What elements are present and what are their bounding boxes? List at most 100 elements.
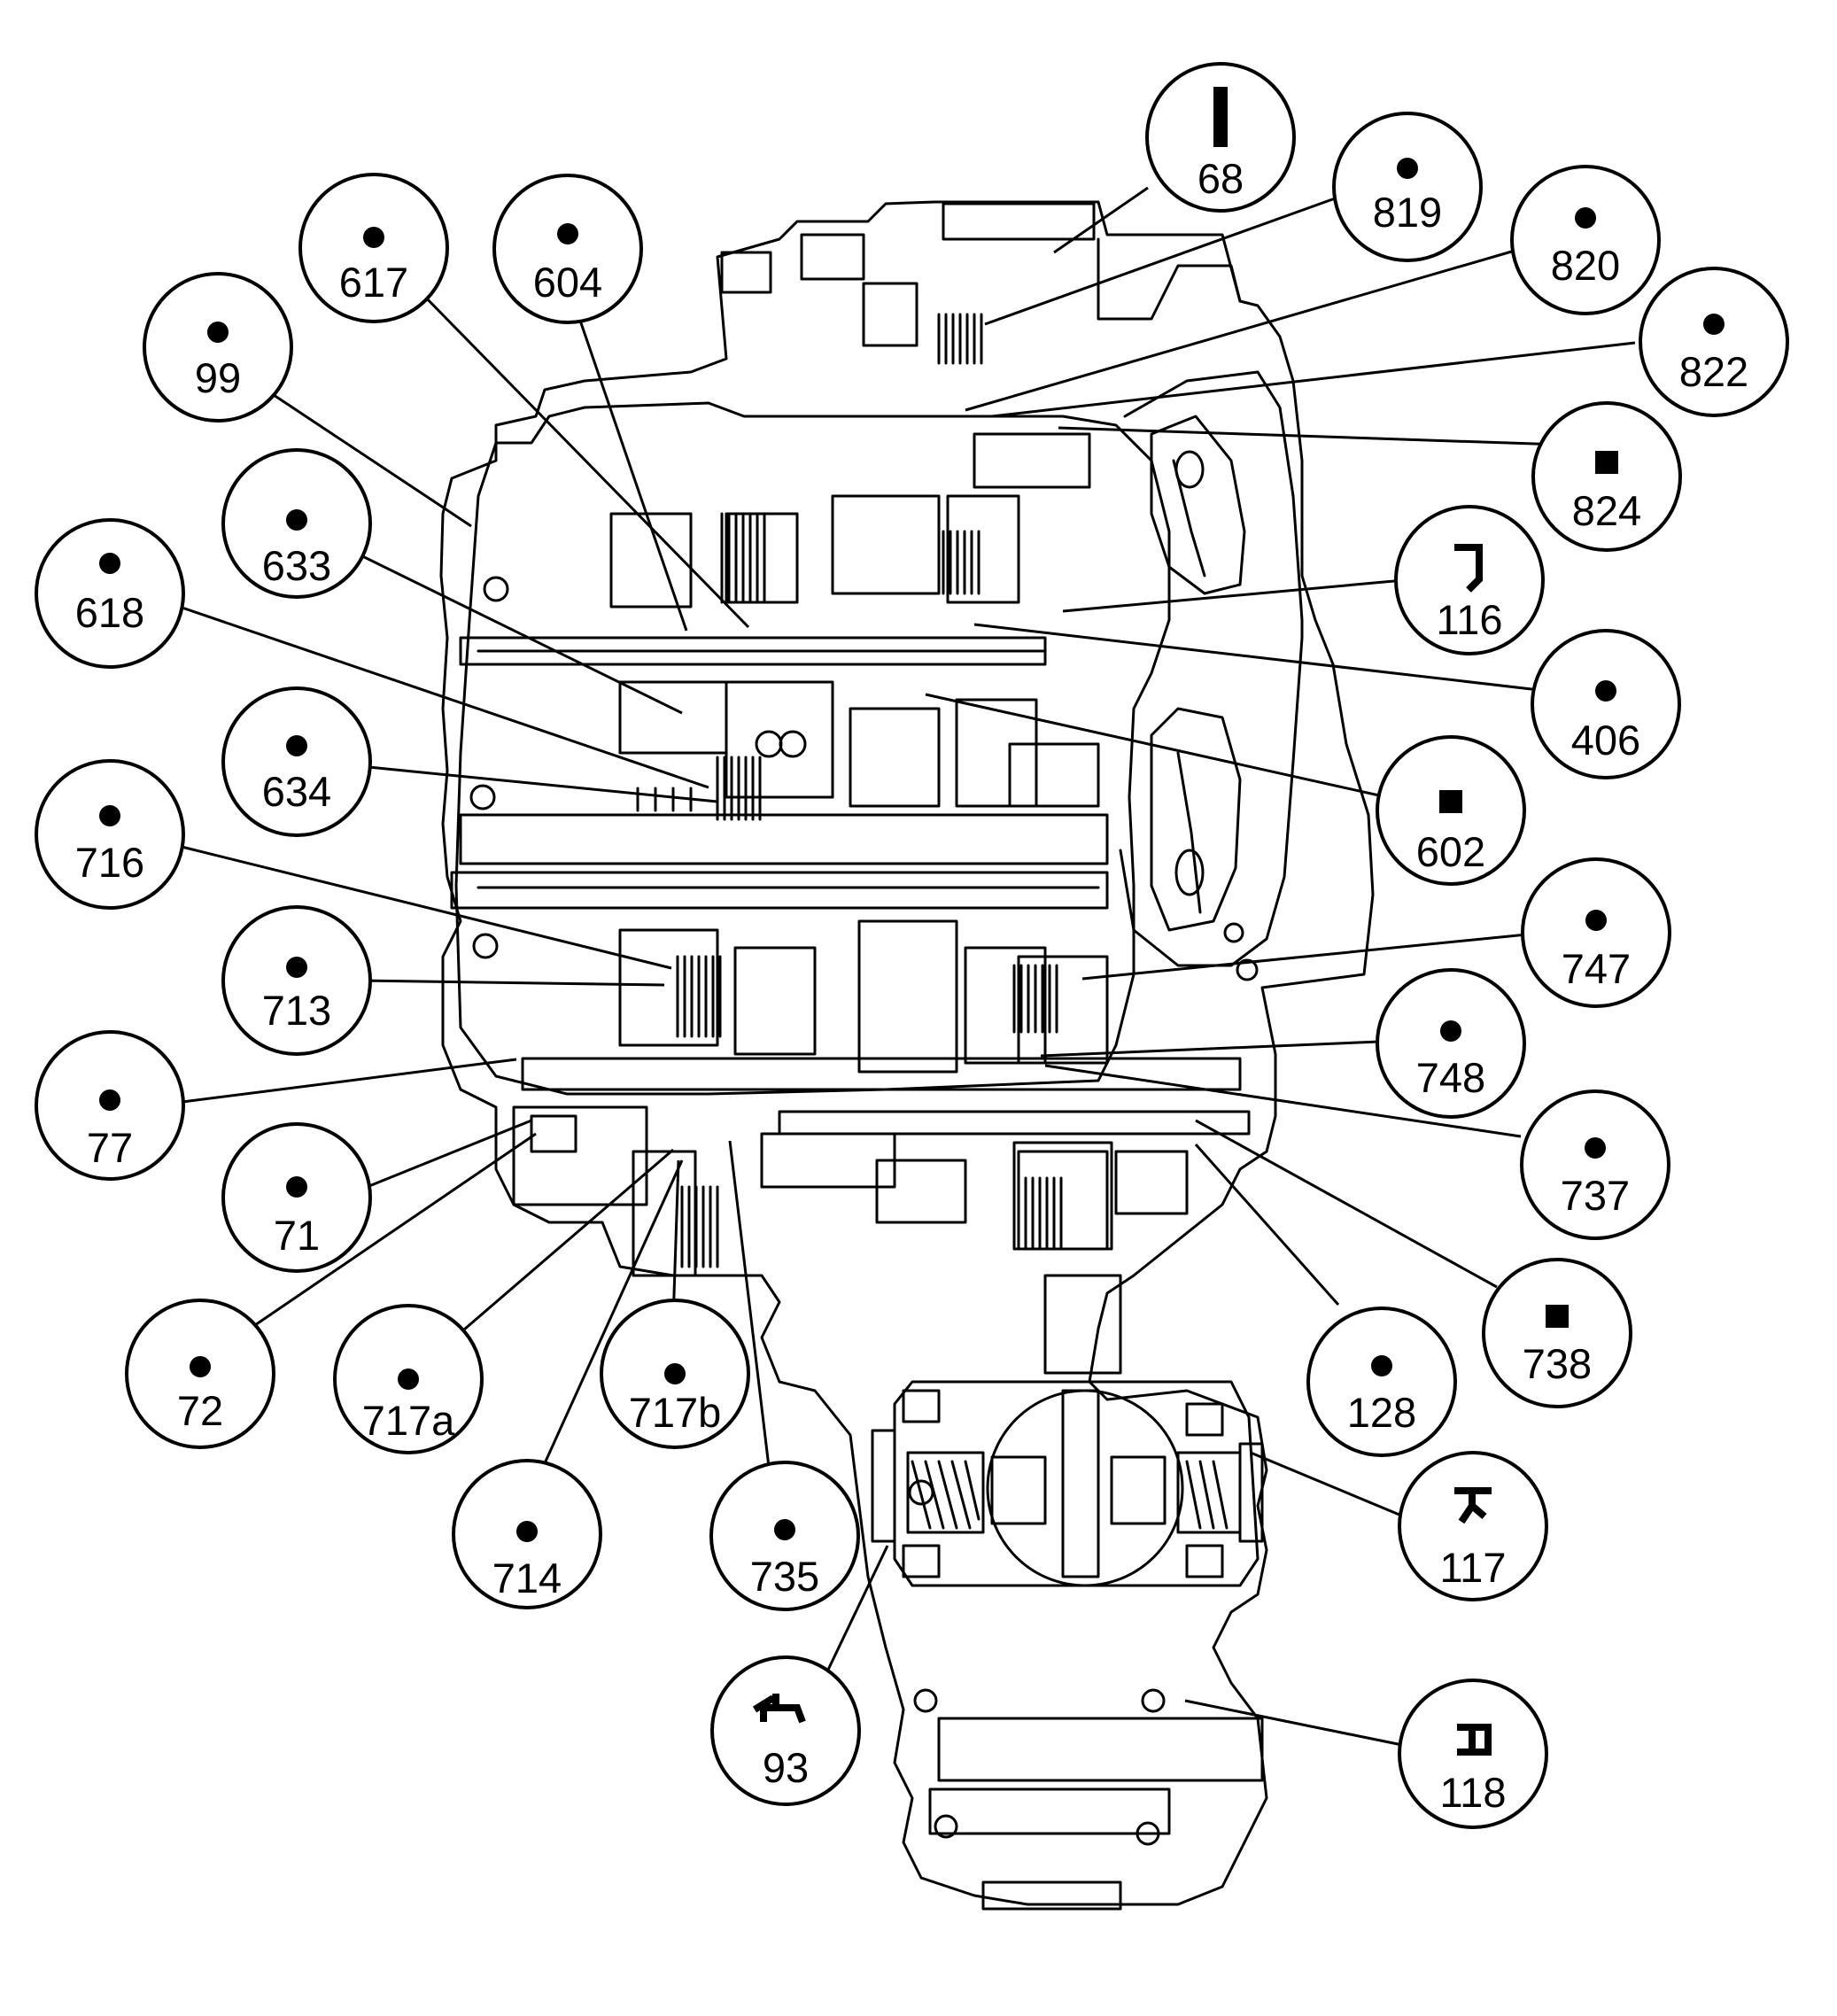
callout-number: 116 xyxy=(1437,596,1503,643)
callout-99: 99 xyxy=(143,272,293,423)
callout-number: 118 xyxy=(1440,1769,1507,1816)
callout-number: 93 xyxy=(763,1744,809,1791)
callout-604: 604 xyxy=(492,174,643,324)
dot-icon xyxy=(99,805,120,826)
gear-upper-2 xyxy=(725,512,799,604)
funnel-icon xyxy=(1454,1487,1492,1524)
bearing-2 xyxy=(755,730,783,758)
callout-738: 738 xyxy=(1482,1258,1632,1408)
dot-icon xyxy=(1397,158,1418,179)
gear-low-2 xyxy=(733,946,817,1056)
dot-icon xyxy=(516,1521,538,1542)
case-outline xyxy=(439,200,1375,1906)
callout-748: 748 xyxy=(1376,968,1526,1119)
gear-low-3 xyxy=(857,919,958,1074)
final-drive-gear xyxy=(1043,1274,1122,1375)
leader-lines xyxy=(166,186,1636,1747)
top-boss-1 xyxy=(720,251,772,294)
callout-number: 713 xyxy=(262,987,331,1034)
square-icon xyxy=(1595,451,1618,474)
torque-converter-turbine-upper xyxy=(1150,415,1246,595)
top-boss-2 xyxy=(800,233,865,281)
tc-hub-lower xyxy=(1174,849,1205,896)
callout-number: 618 xyxy=(75,589,144,636)
callouts: 68 819 820 822 824 116 xyxy=(35,62,1789,1829)
output-shaft xyxy=(778,1110,1251,1136)
bearing-3 xyxy=(779,730,807,758)
callout-819: 819 xyxy=(1332,112,1483,262)
gear-upper-4 xyxy=(946,494,1020,604)
case-inner xyxy=(454,401,1171,1096)
callout-713: 713 xyxy=(221,905,372,1056)
input-shaft-middle xyxy=(450,871,1109,910)
output-axle-lower xyxy=(928,1787,1171,1835)
callout-number: 716 xyxy=(75,839,144,886)
callout-618: 618 xyxy=(35,518,185,669)
gear-upper-3 xyxy=(831,494,941,595)
bearing-8 xyxy=(934,1814,958,1839)
top-boss-3 xyxy=(862,282,918,347)
callout-number: 738 xyxy=(1523,1340,1592,1387)
gear-low-1 xyxy=(618,928,719,1047)
callout-717b: 717b xyxy=(600,1299,750,1449)
bearing-12 xyxy=(1223,922,1244,943)
callout-number: 406 xyxy=(1571,717,1640,764)
gear-mid-5 xyxy=(1008,742,1100,808)
tc-vane-2 xyxy=(1176,751,1202,914)
callout-128: 128 xyxy=(1306,1307,1457,1457)
callout-number: 748 xyxy=(1416,1054,1485,1101)
dot-icon xyxy=(363,227,384,248)
oil-can-icon xyxy=(752,1694,806,1724)
dot-icon xyxy=(99,1089,120,1111)
callout-number: 617 xyxy=(339,259,408,306)
diff-bearing-right-top xyxy=(1185,1402,1224,1437)
callout-number: 633 xyxy=(262,542,331,589)
dot-icon xyxy=(99,553,120,574)
callout-747: 747 xyxy=(1521,857,1671,1008)
callout-number: 77 xyxy=(87,1124,133,1171)
mid-lower-box-2 xyxy=(875,1159,967,1224)
clutch-pack-lower xyxy=(676,955,1063,1268)
torque-converter-turbine-lower xyxy=(1150,707,1242,932)
callout-820: 820 xyxy=(1510,165,1661,315)
gear-mid-2 xyxy=(725,680,834,799)
left-gear-box xyxy=(632,1150,697,1277)
mid-lower-box xyxy=(760,1132,896,1189)
callout-68: 68 xyxy=(1145,62,1296,213)
tc-vane-1 xyxy=(1172,459,1206,578)
callout-633: 633 xyxy=(221,448,372,599)
dot-icon xyxy=(286,735,307,756)
callout-634: 634 xyxy=(221,686,372,837)
callout-number: 737 xyxy=(1561,1172,1630,1219)
callout-number: 72 xyxy=(177,1387,223,1434)
callout-71: 71 xyxy=(221,1122,372,1273)
callout-number: 71 xyxy=(274,1212,320,1259)
dot-icon xyxy=(1440,1020,1461,1042)
dot-icon xyxy=(1595,680,1616,702)
hook-icon xyxy=(1454,544,1483,593)
callout-number: 735 xyxy=(750,1553,819,1600)
callout-406: 406 xyxy=(1531,629,1681,779)
callout-number: 822 xyxy=(1679,348,1748,395)
main-shaft xyxy=(459,813,1109,865)
differential-right-teeth xyxy=(1185,1460,1229,1530)
torque-converter-outer xyxy=(1119,370,1304,967)
callout-735: 735 xyxy=(709,1461,860,1611)
diff-bearing-left-top xyxy=(902,1389,941,1423)
callout-117: 117 xyxy=(1398,1451,1548,1601)
callout-number: 717a xyxy=(362,1397,455,1444)
dot-icon xyxy=(1371,1355,1392,1376)
gear-mid-3 xyxy=(849,707,941,808)
callout-number: 714 xyxy=(492,1555,562,1601)
pinion-shaft xyxy=(1061,1389,1100,1578)
callout-824: 824 xyxy=(1531,401,1682,552)
clutch-pack-middle xyxy=(636,756,762,821)
dot-icon xyxy=(774,1519,795,1540)
top-rib xyxy=(1097,237,1242,321)
dot-icon xyxy=(557,223,578,244)
dot-icon xyxy=(286,1176,307,1198)
ring-gear-teeth xyxy=(911,1460,981,1530)
square-icon xyxy=(1546,1305,1569,1328)
dot-icon xyxy=(190,1356,211,1377)
